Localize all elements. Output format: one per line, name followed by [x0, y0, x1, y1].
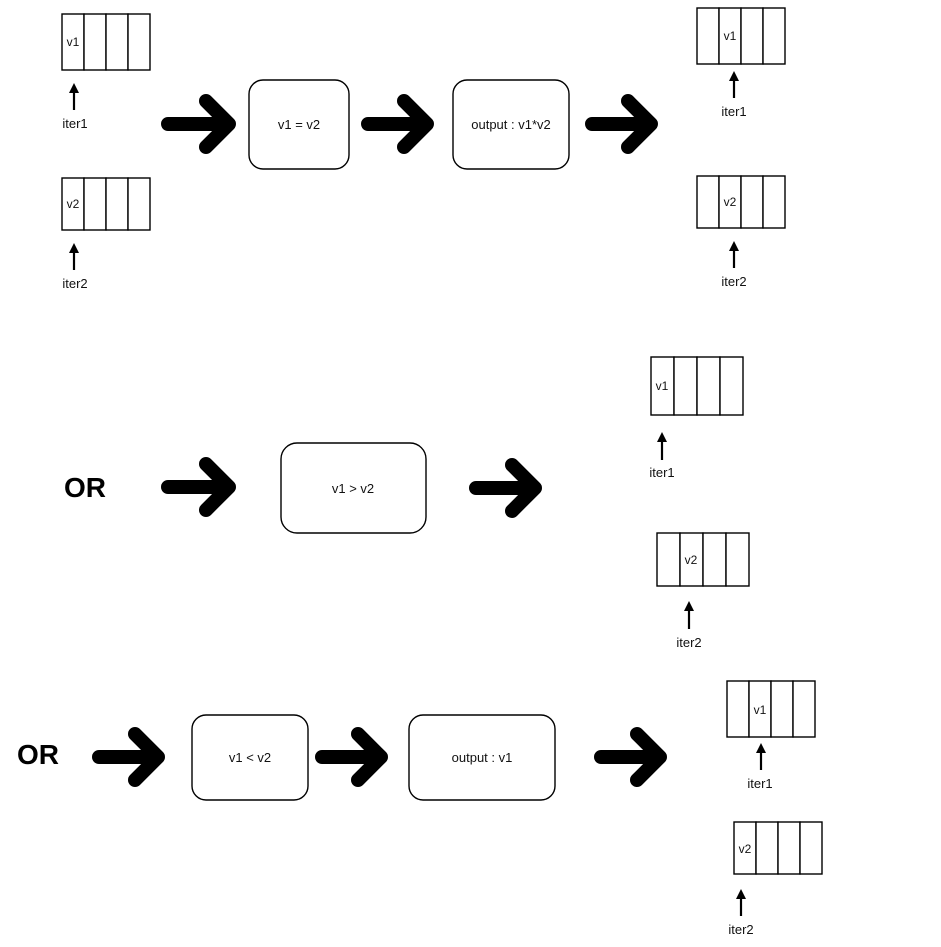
row-greater: OR v1 > v2 v1 iter1 v2	[64, 356, 750, 650]
array-cell-label: v2	[724, 195, 737, 209]
array-cell-label: v2	[739, 842, 752, 856]
pointer-label: iter2	[62, 276, 87, 291]
array-cell-label: v1	[754, 703, 767, 717]
step-label: v1 > v2	[332, 481, 374, 496]
flow-arrow	[315, 727, 388, 787]
or-label: OR	[64, 472, 106, 503]
pointer-label: iter2	[728, 922, 753, 937]
pointer-arrow	[736, 889, 746, 916]
flow-arrow	[361, 94, 434, 154]
pointer-label: iter1	[721, 104, 746, 119]
or-label: OR	[17, 739, 59, 770]
array-cell-label: v2	[67, 197, 80, 211]
pointer-label: iter1	[62, 116, 87, 131]
pointer-arrow	[69, 83, 79, 110]
step-box	[408, 714, 556, 801]
step-box	[191, 714, 309, 801]
pointer-label: iter2	[676, 635, 701, 650]
step-box	[452, 79, 570, 170]
array-cell-label: v1	[656, 379, 669, 393]
output-array-iter2: v2	[733, 821, 823, 875]
pointer-label: iter1	[649, 465, 674, 480]
step-label: output : v1	[452, 750, 513, 765]
pointer-arrow	[729, 241, 739, 268]
flow-arrow	[585, 94, 658, 154]
pointer-arrow	[69, 243, 79, 270]
output-array-iter1: v1	[650, 356, 744, 416]
pointer-label: iter2	[721, 274, 746, 289]
pointer-arrow	[657, 432, 667, 460]
pointer-arrow	[729, 71, 739, 98]
pointer-label: iter1	[747, 776, 772, 791]
row-less: OR v1 < v2 output : v1 v1 iter1 v2	[17, 680, 823, 937]
output-array-iter1: v1	[696, 7, 786, 65]
pointer-arrow	[684, 601, 694, 629]
output-array-iter2: v2	[656, 532, 750, 587]
input-array-iter1: v1	[61, 13, 151, 71]
row-equal: v1 iter1 v2 iter2 v1 = v2 output : v1*v2	[61, 7, 786, 291]
pointer-arrow	[756, 743, 766, 770]
array-cell-label: v1	[724, 29, 737, 43]
step-box	[248, 79, 350, 170]
flow-arrow	[161, 94, 236, 154]
input-array-iter2: v2	[61, 177, 151, 231]
flow-arrow	[469, 458, 542, 518]
output-array-iter1: v1	[726, 680, 816, 738]
output-array-iter2: v2	[696, 175, 786, 229]
step-label: v1 = v2	[278, 117, 320, 132]
array-cell-label: v1	[67, 35, 80, 49]
flow-arrow	[92, 727, 165, 787]
flow-arrow	[594, 727, 667, 787]
step-label: v1 < v2	[229, 750, 271, 765]
step-box	[280, 442, 427, 534]
flow-arrow	[161, 457, 236, 517]
array-cell-label: v2	[685, 553, 698, 567]
step-label: output : v1*v2	[471, 117, 551, 132]
